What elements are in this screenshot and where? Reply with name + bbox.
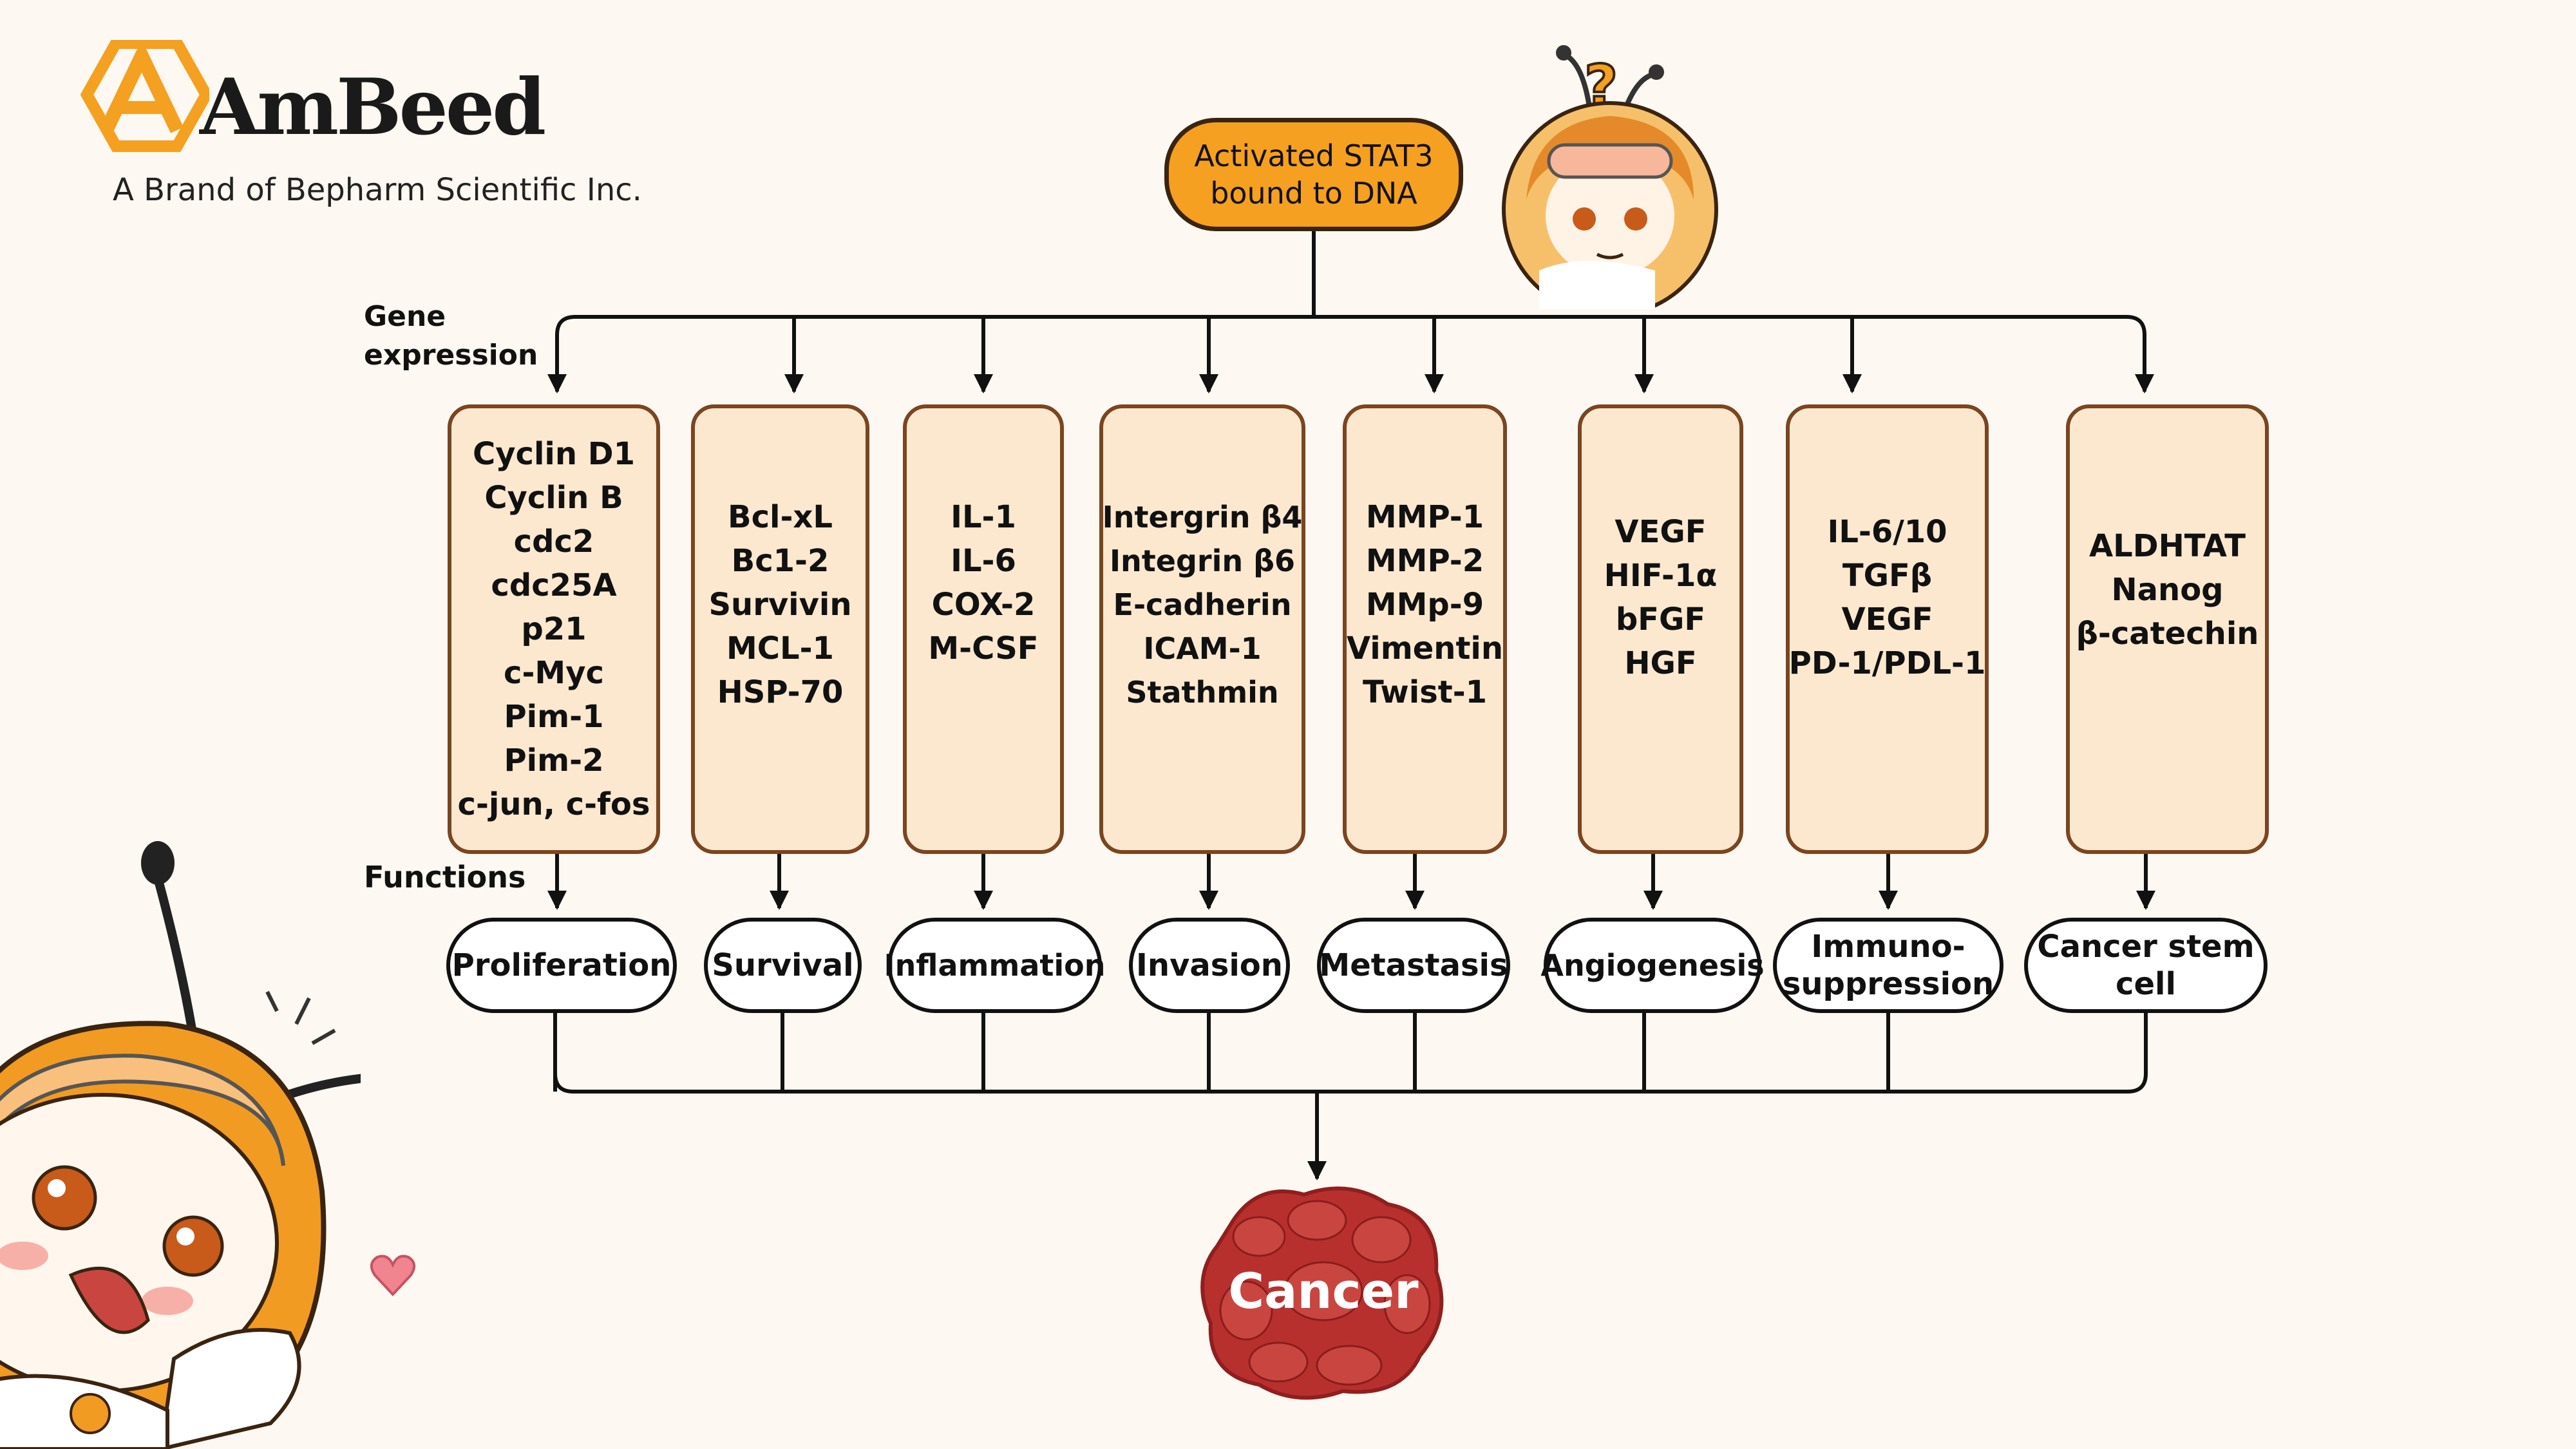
gene-item: Bcl-xL — [728, 499, 833, 535]
gene-item: Vimentin — [1346, 630, 1504, 667]
function-metastasis: Metastasis — [1317, 918, 1510, 1013]
gene-item: HGF — [1624, 645, 1697, 681]
ambeed-logo-icon — [80, 40, 209, 152]
gene-item: p21 — [521, 611, 587, 647]
gene-list: IL-1 IL-6 COX-2 M-CSF — [928, 495, 1038, 670]
cancer-cell-icon — [1200, 1186, 1444, 1400]
gene-item: ALDHTAT — [2089, 528, 2246, 564]
gene-item: E-cadherin — [1113, 587, 1292, 622]
function-invasion: Invasion — [1129, 918, 1290, 1013]
mascot-waving-icon — [0, 841, 361, 1449]
brand-name: AmBeed — [200, 62, 546, 153]
gene-item: Cyclin B — [484, 480, 623, 516]
gene-item: IL-6 — [951, 543, 1016, 579]
gene-box-proliferation: Cyclin D1 Cyclin B cdc2 cdc25A p21 c-Myc… — [448, 404, 660, 854]
gene-item: MCL-1 — [726, 630, 834, 667]
gene-item: Bc1-2 — [731, 543, 829, 579]
gene-item: VEGF — [1615, 514, 1707, 550]
gene-box-cancer-stem-cell: ALDHTAT Nanog β-catechin — [2066, 404, 2269, 854]
gene-item: cdc25A — [491, 567, 617, 603]
gene-list: Intergrin β4 Integrin β6 E-cadherin ICAM… — [1103, 495, 1303, 714]
gene-box-angiogenesis: VEGF HIF-1α bFGF HGF — [1578, 404, 1743, 854]
ambeed-logo[interactable]: AmBeed A Brand of Bepharm Scientific Inc… — [80, 40, 647, 208]
gene-item: Nanog — [2111, 572, 2224, 608]
gene-item: PD-1/PDL-1 — [1788, 645, 1986, 681]
gene-item: MMP-2 — [1365, 543, 1484, 579]
gene-item: Twist-1 — [1362, 674, 1488, 710]
gene-item: Pim-1 — [504, 699, 604, 735]
gene-item: c-Myc — [504, 655, 604, 691]
function-proliferation: Proliferation — [446, 918, 677, 1013]
gene-list: Bcl-xL Bc1-2 Survivin MCL-1 HSP-70 — [708, 495, 851, 714]
gene-box-immunosuppression: IL-6/10 TGFβ VEGF PD-1/PDL-1 — [1786, 404, 1989, 854]
function-inflammation: Inflammation — [884, 918, 1106, 1013]
gene-expression-label: Gene expression — [364, 300, 538, 372]
gene-item: TGFβ — [1842, 558, 1933, 594]
gene-box-inflammation: IL-1 IL-6 COX-2 M-CSF — [903, 404, 1064, 854]
gene-bus-line — [555, 315, 2154, 393]
gene-item: bFGF — [1615, 601, 1706, 638]
gene-box-invasion: Intergrin β4 Integrin β6 E-cadherin ICAM… — [1099, 404, 1305, 854]
gene-item: M-CSF — [928, 630, 1039, 667]
function-survival: Survival — [704, 918, 862, 1013]
gene-list: ALDHTAT Nanog β-catechin — [2076, 524, 2259, 656]
gene-list: MMP-1 MMP-2 MMp-9 Vimentin Twist-1 — [1347, 495, 1503, 714]
gene-item: Survivin — [708, 587, 852, 623]
gene-box-survival: Bcl-xL Bc1-2 Survivin MCL-1 HSP-70 — [691, 404, 869, 854]
gene-list: IL-6/10 TGFβ VEGF PD-1/PDL-1 — [1789, 510, 1986, 685]
cancer-label: Cancer — [1228, 1262, 1419, 1320]
gene-box-metastasis: MMP-1 MMP-2 MMp-9 Vimentin Twist-1 — [1343, 404, 1507, 854]
gene-item: MMP-1 — [1365, 499, 1484, 535]
gene-item: IL-6/10 — [1827, 514, 1947, 550]
brand-tagline: A Brand of Bepharm Scientific Inc. — [113, 172, 642, 208]
gene-item: Stathmin — [1126, 675, 1279, 710]
gene-list: Cyclin D1 Cyclin B cdc2 cdc25A p21 c-Myc… — [458, 432, 650, 826]
gene-item: ICAM-1 — [1143, 631, 1262, 666]
mascot-thinking-icon: ? — [1502, 45, 1718, 309]
gene-item: COX-2 — [931, 587, 1036, 623]
gene-item: Intergrin β4 — [1102, 500, 1303, 535]
gene-list: VEGF HIF-1α bFGF HGF — [1604, 510, 1718, 685]
function-bus-line — [553, 1013, 2148, 1094]
gene-item: VEGF — [1841, 601, 1933, 638]
gene-item: Pim-2 — [504, 743, 604, 779]
function-angiogenesis: Angiogenesis — [1540, 918, 1765, 1013]
gene-item: cdc2 — [513, 524, 594, 560]
function-cancer-stem-cell: Cancer stem cell — [2024, 918, 2268, 1013]
gene-item: c-jun, c-fos — [457, 786, 650, 822]
gene-item: Cyclin D1 — [472, 436, 635, 472]
function-immunosuppression: Immuno- suppression — [1773, 918, 2003, 1013]
gene-item: HIF-1α — [1604, 558, 1718, 594]
heart-icon — [370, 1255, 416, 1296]
activated-stat3-node: Activated STAT3 bound to DNA — [1164, 118, 1463, 231]
gene-item: HSP-70 — [717, 674, 844, 710]
gene-item: MMp-9 — [1365, 587, 1484, 623]
gene-item: IL-1 — [951, 499, 1016, 535]
gene-item: Integrin β6 — [1109, 544, 1296, 578]
gene-item: β-catechin — [2076, 616, 2259, 652]
functions-label: Functions — [364, 860, 526, 895]
